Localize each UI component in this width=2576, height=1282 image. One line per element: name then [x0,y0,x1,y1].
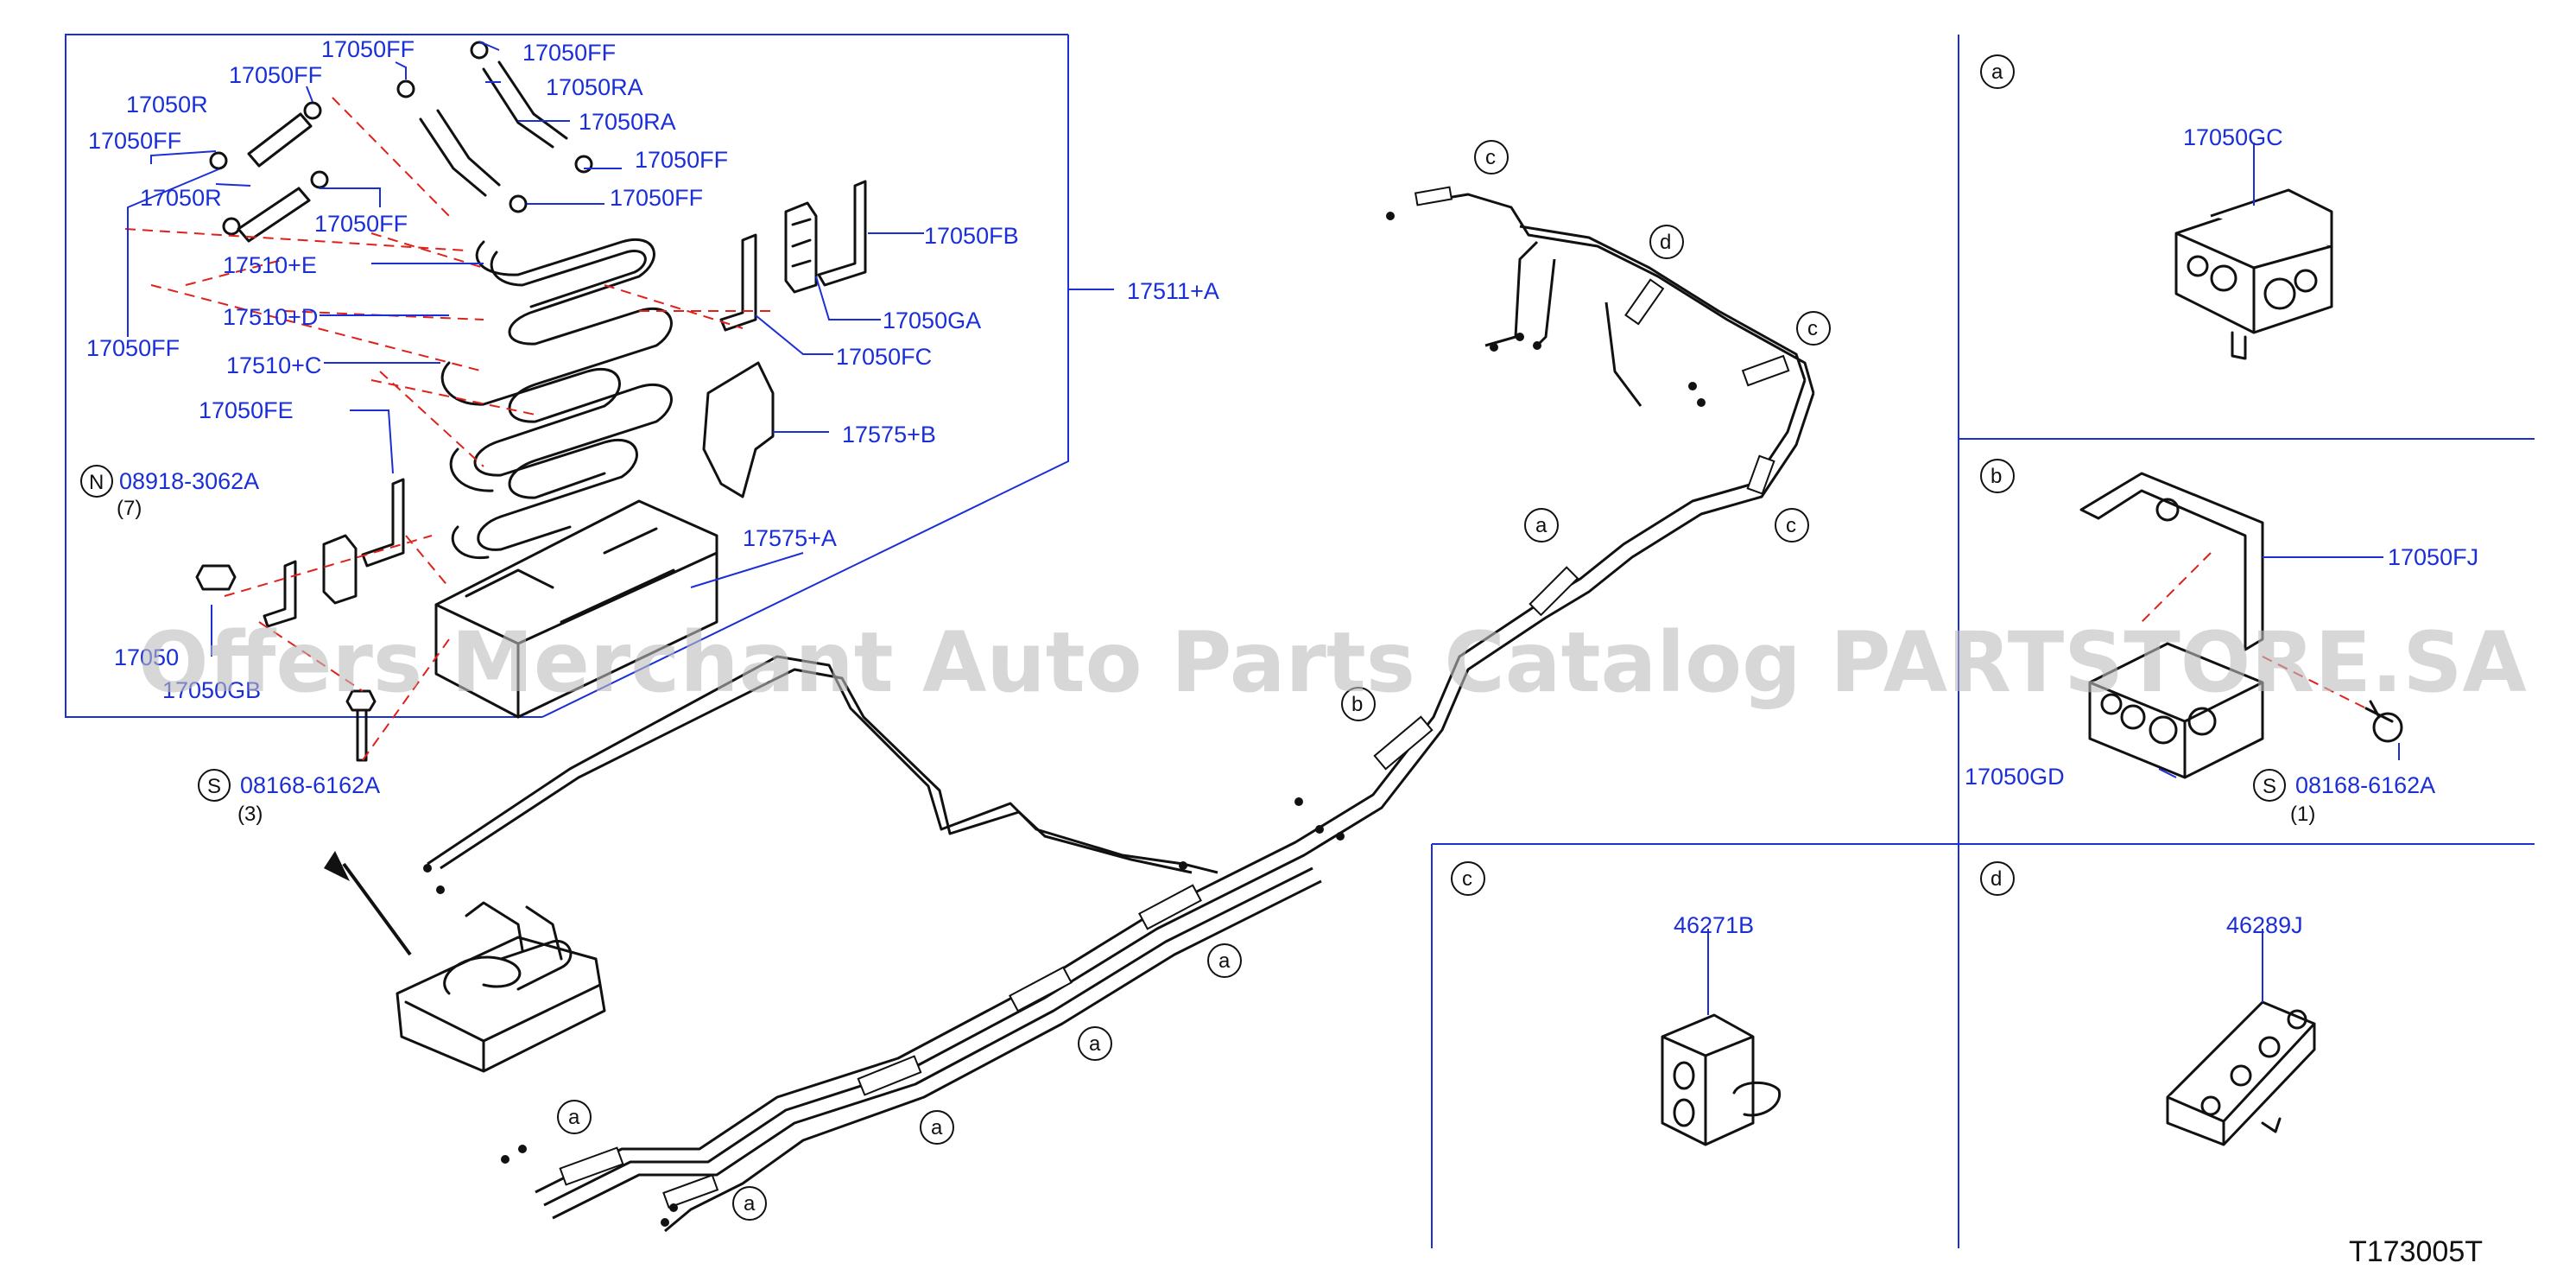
qty-08168-right: (1) [2290,803,2315,826]
label-17510E: 17510+E [223,252,317,278]
label-46289J: 46289J [2226,912,2303,938]
tag-s-right: S [2263,775,2276,798]
label-17050FB: 17050FB [924,223,1019,249]
label-17050FF: 17050FF [635,147,728,173]
label-17050R: 17050R [126,92,208,117]
fastener-tags: N S S [80,465,2286,802]
label-08918-3062A: 08918-3062A [119,468,259,494]
dashed-leaders [124,97,777,761]
detail-d-part [2166,1000,2316,1146]
label-17575A: 17575+A [743,525,837,551]
ref-a: a [931,1116,943,1139]
qty-08918: (7) [117,497,142,520]
leader-lines [127,41,2400,1015]
watermark: Offers Merchant Auto Parts Catalog PARTS… [138,614,2527,711]
label-17050RA: 17050RA [579,109,676,135]
label-17050GA: 17050GA [883,308,981,333]
overview-assembly [324,851,606,1073]
tag-s-left: S [207,775,221,798]
label-17050FF: 17050FF [522,40,616,66]
label-17050FF: 17050FF [88,128,181,154]
label-08168-6162A-right: 08168-6162A [2295,772,2435,798]
label-46271B: 46271B [1674,912,1754,938]
ref-c: c [1485,146,1496,169]
detail-a-part [2174,188,2333,360]
pipe-routing [427,193,1815,1233]
ref-a: a [568,1106,580,1129]
brackets [195,180,867,762]
ref-b: b [1351,693,1363,716]
label-17050FJ: 17050FJ [2388,544,2478,570]
qty-08168-left: (3) [237,803,263,826]
label-17050RA: 17050RA [546,74,643,100]
ref-a: a [744,1192,756,1215]
label-08168-6162A-left: 08168-6162A [240,772,380,798]
label-17050FE: 17050FE [199,397,294,423]
tape-bands [559,186,1790,1209]
detail-box-left [65,34,1068,718]
panel-ref-b: b [1991,465,2002,488]
ref-a: a [1535,514,1547,537]
label-17050FF: 17050FF [229,62,322,88]
ref-c: c [1807,317,1818,340]
label-17050-partial: 17050 [114,644,179,670]
hose-and-clip-group [209,41,593,243]
label-17510C: 17510+C [226,352,321,378]
label-17050GD: 17050GD [1965,764,2065,790]
label-17050FC: 17050FC [836,344,932,370]
label-17575B: 17575+B [842,422,936,447]
label-17050FF: 17050FF [321,36,415,62]
pipe-ends [423,212,1706,1227]
reference-markers: c d c c a b a a a a a a b c d [557,54,2015,1221]
diagram-code: T173005T [2349,1235,2483,1268]
part-labels: 17050FF 17050FF 17050FF 17050FF 17050FF … [86,36,2478,938]
label-17510D: 17510+D [223,304,318,330]
label-17050FF: 17050FF [610,185,703,211]
label-17050R: 17050R [140,185,222,211]
label-17050FF: 17050FF [86,335,180,361]
ref-c: c [1786,514,1796,537]
panel-ref-d: d [1991,867,2002,891]
detail-b-part [2079,472,2403,779]
label-17050GC: 17050GC [2183,124,2283,150]
ref-d: d [1660,231,1671,254]
panel-frames [65,34,2535,1248]
detail-c-part [1661,1013,1782,1146]
label-17511A: 17511+A [1127,278,1219,304]
ref-a: a [1218,949,1231,973]
ref-a: a [1089,1032,1101,1056]
label-17050FF: 17050FF [314,211,408,237]
coil-tube-assembly [440,238,673,560]
tag-n: N [89,471,104,494]
panel-ref-a: a [1991,60,2003,84]
label-17050GB: 17050GB [162,677,261,703]
panel-ref-c: c [1462,867,1472,891]
heat-shield [434,361,775,719]
